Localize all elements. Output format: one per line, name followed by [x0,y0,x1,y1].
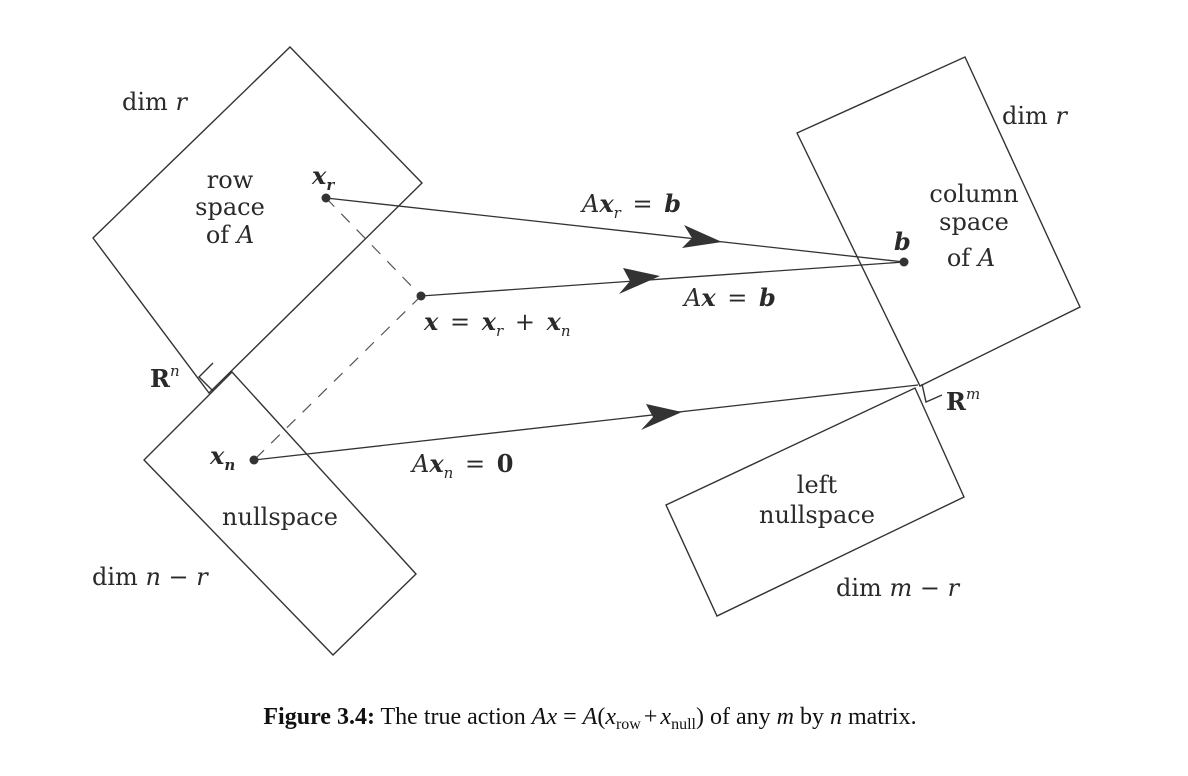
right-space-symbol: Rm [946,385,980,416]
left-nullspace-rectangle [665,387,965,617]
row-space-rectangle [92,46,423,395]
column-space-label-line-1: column [929,180,1018,208]
left-nullspace-dim-label: dim m − r [836,574,961,602]
arrow-label-axn-equals-zero: Axn = 0 [410,449,513,484]
dashed-line-x-to-xn [253,295,422,461]
row-space-label-line-1: row [207,166,254,194]
point-b-label: b [894,227,911,256]
arrow-label-axr-equals-b: Axr = b [580,189,681,224]
arrowhead-xr-to-b [682,225,722,248]
column-space-rectangle [796,56,1081,387]
ray-xn-to-zero [253,384,919,461]
right-angle-marker-right [921,383,943,403]
left-space-symbol: Rn [150,362,180,393]
column-space-dim-label: dim r [1002,102,1068,130]
arrowhead-x-to-b [619,268,660,294]
arrow-label-ax-equals-b: Ax = b [682,283,776,312]
left-nullspace-label-line-1: left [797,471,838,499]
point-xn [249,455,259,465]
right-angle-marker-left [198,362,214,392]
row-space-label-line-2: space [195,193,265,221]
point-xr-label: xr [311,161,335,194]
left-nullspace-label-line-2: nullspace [759,501,875,529]
point-x-equation: x = xr + xn [423,307,571,342]
dashed-line-xr-to-x [325,197,422,297]
point-xr [321,193,331,203]
point-b [899,257,909,267]
column-space-label-line-3: of A [947,244,995,272]
arrowhead-xn-to-zero [641,404,682,430]
ray-xr-to-b [325,197,905,263]
column-space-label-line-2: space [939,208,1009,236]
figure-caption: Figure 3.4: The true action Ax = A(xrow+… [263,704,916,733]
point-xn-label: xn [209,441,235,474]
row-space-dim-label: dim r [122,88,188,116]
point-x [416,291,426,301]
row-space-label-line-3: of A [206,221,254,249]
nullspace-label: nullspace [222,503,338,531]
nullspace-rectangle [143,370,417,656]
nullspace-dim-label: dim n − r [92,563,209,591]
ray-x-to-b [420,261,905,297]
